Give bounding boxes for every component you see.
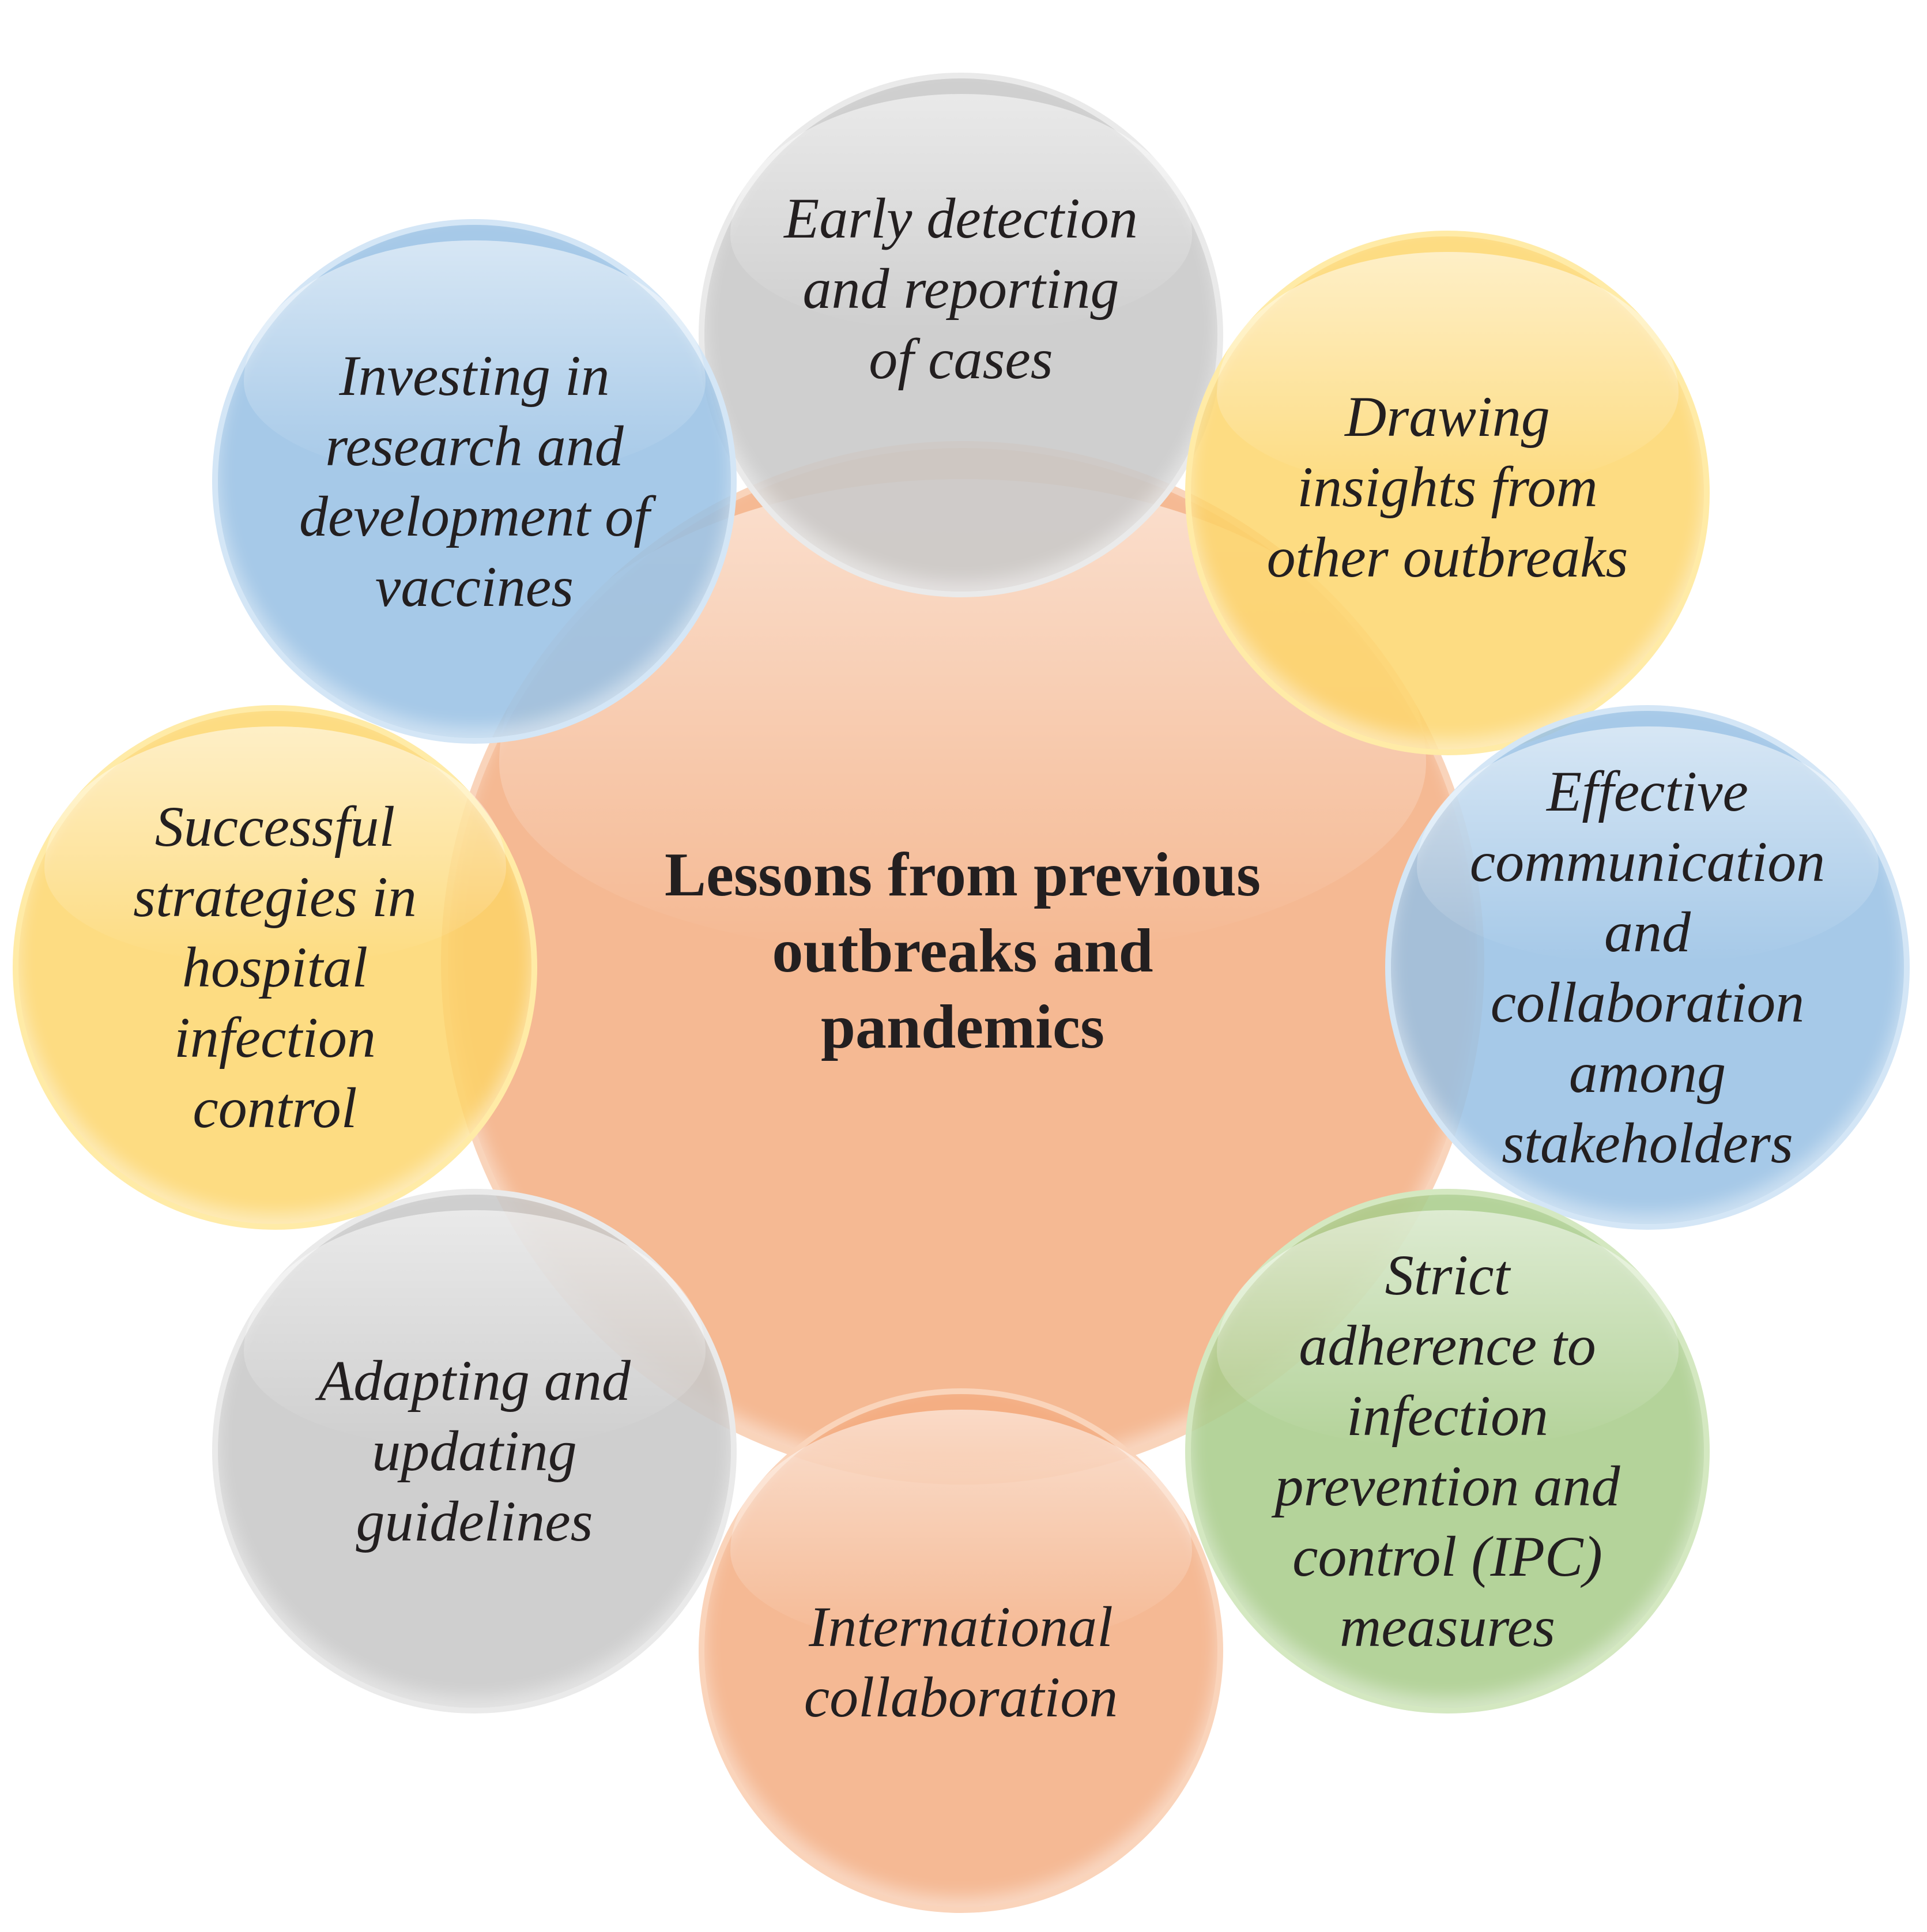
node-strict-adherence: Strict adherence to infection prevention… [1185,1189,1710,1713]
node-international-collaboration-label: International collaboration [804,1595,1118,1729]
node-drawing-insights-label: Drawing insights from other outbreaks [1266,385,1628,589]
node-investing-research: Investing in research and development of… [212,219,737,744]
node-investing-research-label: Investing in research and development of… [299,344,650,619]
node-effective-communication-label: Effective communication and collaboratio… [1469,759,1826,1175]
center-title: Lessons from previous outbreaks and pand… [664,841,1261,1061]
node-adapting-guidelines-label: Adapting and updating guidelines [318,1349,631,1553]
node-strict-adherence-label: Strict adherence to infection prevention… [1274,1243,1620,1659]
node-early-detection-label: Early detection and reporting of cases [784,186,1138,391]
node-drawing-insights: Drawing insights from other outbreaks [1185,231,1710,755]
node-effective-communication: Effective communication and collaboratio… [1385,705,1910,1230]
node-adapting-guidelines: Adapting and updating guidelines [212,1189,737,1713]
node-successful-strategies: Successful strategies in hospital infect… [13,705,537,1230]
node-international-collaboration: International collaboration [699,1388,1223,1913]
node-successful-strategies-label: Successful strategies in hospital infect… [133,794,417,1140]
node-early-detection: Early detection and reporting of cases [699,73,1223,597]
